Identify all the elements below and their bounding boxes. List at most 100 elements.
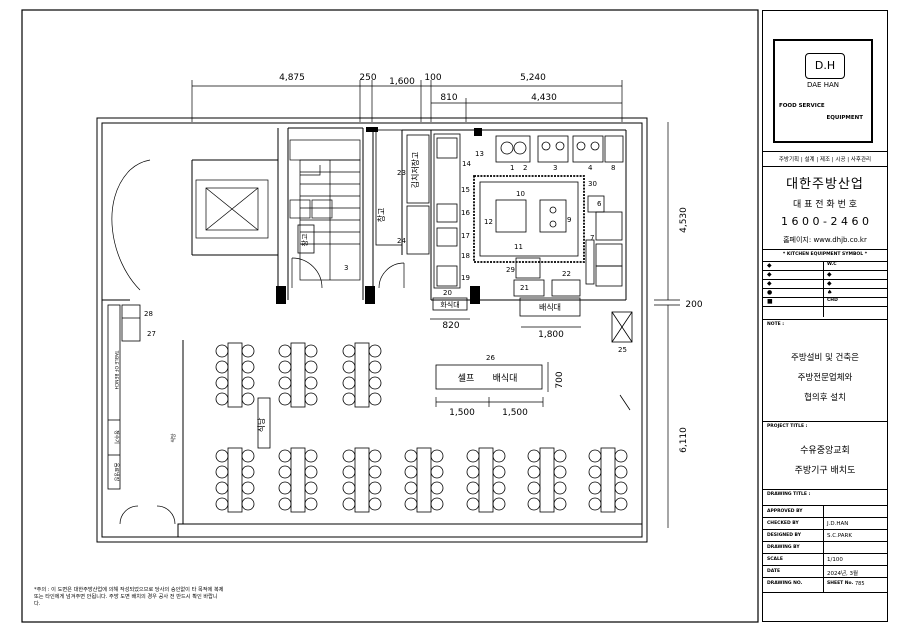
drawing-no-label: DRAWING NO. xyxy=(767,581,803,586)
chair xyxy=(553,497,567,511)
logo-mark: D.H xyxy=(805,53,845,79)
chair xyxy=(368,392,382,406)
side-label: 식당 xyxy=(170,433,177,443)
symbol-diamond-icon: ◆ xyxy=(827,280,832,287)
dining-table xyxy=(416,447,432,513)
veg-storage-label: 김치저장고 xyxy=(410,152,420,189)
chair xyxy=(466,497,480,511)
chair xyxy=(527,465,541,479)
divider xyxy=(763,151,887,152)
equip-7: 7 xyxy=(590,234,594,242)
chair xyxy=(492,497,506,511)
symbol-chd: CHD xyxy=(827,298,838,303)
dining-table xyxy=(539,447,555,513)
symbol-wc: W.C xyxy=(827,262,837,267)
chair xyxy=(304,449,318,463)
equip-16: 16 xyxy=(461,209,470,217)
note-line-1: 주방설비 및 건축은 xyxy=(791,353,859,363)
chair xyxy=(466,465,480,479)
divider xyxy=(763,421,887,422)
chair xyxy=(241,376,255,390)
chair xyxy=(278,392,292,406)
chair xyxy=(342,497,356,511)
chair xyxy=(241,360,255,374)
chair xyxy=(304,465,318,479)
table-of-bench-label: TABLE OF BENCH xyxy=(113,350,119,390)
dim-4530: 4,530 xyxy=(679,207,689,233)
dim-5240: 5,240 xyxy=(520,73,546,83)
cabinet-a-label: 정수기 xyxy=(113,430,120,444)
chair xyxy=(215,344,229,358)
dim-700: 700 xyxy=(555,371,565,388)
project-line-1: 수유중앙교회 xyxy=(800,446,850,456)
chair xyxy=(342,376,356,390)
chair xyxy=(278,360,292,374)
phone-label: 대 표 전 화 번 호 xyxy=(793,200,857,210)
chair xyxy=(304,360,318,374)
company-logo: D.H DAE HAN FOOD SERVICE EQUIPMENT xyxy=(773,39,873,143)
chair xyxy=(368,360,382,374)
chair xyxy=(241,344,255,358)
divider xyxy=(763,261,887,262)
drawing-border xyxy=(21,9,759,623)
phone-number: 1 6 0 0 - 2 4 6 0 xyxy=(781,215,869,228)
dim-1500-right: 1,500 xyxy=(502,408,528,418)
logo-name: DAE HAN xyxy=(807,81,839,89)
chair xyxy=(278,481,292,495)
chair xyxy=(215,481,229,495)
dim-1500-left: 1,500 xyxy=(449,408,475,418)
chair xyxy=(430,465,444,479)
chair xyxy=(492,449,506,463)
equip-17: 17 xyxy=(461,232,470,240)
designed-value: S.C.PARK xyxy=(827,533,852,539)
equip-30: 30 xyxy=(588,180,597,188)
sheet-no-value: 785 xyxy=(855,581,865,587)
equip-13: 13 xyxy=(475,150,484,158)
chair xyxy=(404,465,418,479)
chair xyxy=(304,376,318,390)
symbol-circle-icon: ● xyxy=(767,289,773,296)
chair xyxy=(527,481,541,495)
chair xyxy=(553,465,567,479)
chair xyxy=(404,481,418,495)
equip-29: 29 xyxy=(506,266,515,274)
chair xyxy=(278,376,292,390)
self-serve-label: 셀프 xyxy=(458,373,475,384)
equip-18: 18 xyxy=(461,252,470,260)
doors xyxy=(119,159,405,525)
dim-100: 100 xyxy=(424,73,441,83)
chair xyxy=(614,465,628,479)
storage-rooms xyxy=(297,129,430,255)
elevator xyxy=(111,169,269,291)
dining-table xyxy=(600,447,616,513)
equip-22: 22 xyxy=(562,270,571,278)
equipment-numbers: 1 2 3 4 8 6 7 9 10 11 12 13 14 15 16 17 … xyxy=(144,150,627,362)
equip-15: 15 xyxy=(461,186,470,194)
dim-4875: 4,875 xyxy=(279,73,305,83)
equip-2: 2 xyxy=(523,164,527,172)
chair xyxy=(492,465,506,479)
dining-table xyxy=(478,447,494,513)
footnote: *주의 : 이 도면은 대한주방산업에 의해 작성되었으므로 당사의 승인없이 … xyxy=(34,587,224,607)
chair xyxy=(278,465,292,479)
category-text: 주방기획 | 설계 | 제조 | 시공 | 사후관리 xyxy=(778,157,872,163)
title-block: D.H DAE HAN FOOD SERVICE EQUIPMENT 주방기획 … xyxy=(762,10,888,622)
counters xyxy=(107,297,581,490)
chair xyxy=(588,481,602,495)
equip-4: 4 xyxy=(588,164,593,172)
drawn-label: DRAWING BY xyxy=(767,545,800,550)
project-label: PROJECT TITLE : xyxy=(767,424,808,429)
chair xyxy=(241,465,255,479)
chair xyxy=(430,449,444,463)
chair xyxy=(553,449,567,463)
chair xyxy=(588,497,602,511)
divider xyxy=(763,319,887,320)
chair xyxy=(342,465,356,479)
chair xyxy=(304,344,318,358)
homepage: 홈페이지: www.dhjb.co.kr xyxy=(783,236,867,244)
water-heater xyxy=(619,394,631,411)
dim-1800: 1,800 xyxy=(538,330,564,340)
note-line-3: 협의후 설치 xyxy=(804,393,846,403)
symbol-diamond-icon: ◆ xyxy=(827,271,832,278)
